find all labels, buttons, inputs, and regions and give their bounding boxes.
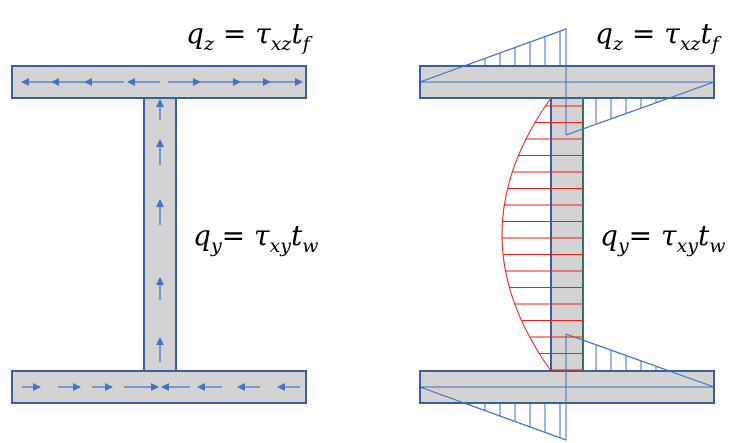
symbol-t: t (291, 219, 303, 252)
subscript-w: w (709, 235, 726, 257)
subscript-y: y (210, 235, 222, 257)
symbol-tau: τ (254, 219, 270, 252)
symbol-tau: τ (664, 17, 680, 50)
symbol-q: q (193, 219, 211, 252)
web-parabola-curve (501, 97, 552, 372)
web-shear-stress-parabola (501, 97, 583, 372)
left-flange-shear-flow-formula: qz = τxztf (186, 17, 310, 54)
symbol-tau: τ (255, 17, 271, 50)
subscript-xz: xz (270, 33, 292, 55)
left-web-shear-flow-formula: qy= τxytw (193, 219, 319, 256)
flange-stress-overlay-lines (419, 28, 715, 441)
left-bottom-flange (11, 370, 307, 404)
subscript-xz: xz (679, 33, 701, 55)
symbol-q: q (186, 17, 204, 50)
equals-sign: = (221, 219, 255, 252)
symbol-t: t (700, 17, 712, 50)
symbol-q: q (595, 17, 613, 50)
subscript-xy: xy (269, 235, 291, 257)
subscript-z: z (203, 33, 214, 55)
left-shear-flow-arrows (21, 78, 303, 391)
subscript-z: z (612, 33, 623, 55)
subscript-w: w (302, 235, 319, 257)
symbol-tau: τ (661, 219, 677, 252)
equals-sign: = (213, 17, 256, 50)
equals-sign: = (628, 219, 662, 252)
right-web (550, 97, 584, 372)
symbol-t: t (291, 17, 303, 50)
right-web-shear-stress-formula: qy= τxytw (600, 219, 726, 256)
symbol-t: t (698, 219, 710, 252)
subscript-f: f (302, 33, 310, 55)
subscript-xy: xy (676, 235, 698, 257)
left-web (143, 97, 177, 372)
equals-sign: = (622, 17, 665, 50)
symbol-q: q (600, 219, 618, 252)
subscript-y: y (617, 235, 629, 257)
right-flange-shear-stress-formula: qz = τxztf (595, 17, 719, 54)
subscript-f: f (711, 33, 719, 55)
